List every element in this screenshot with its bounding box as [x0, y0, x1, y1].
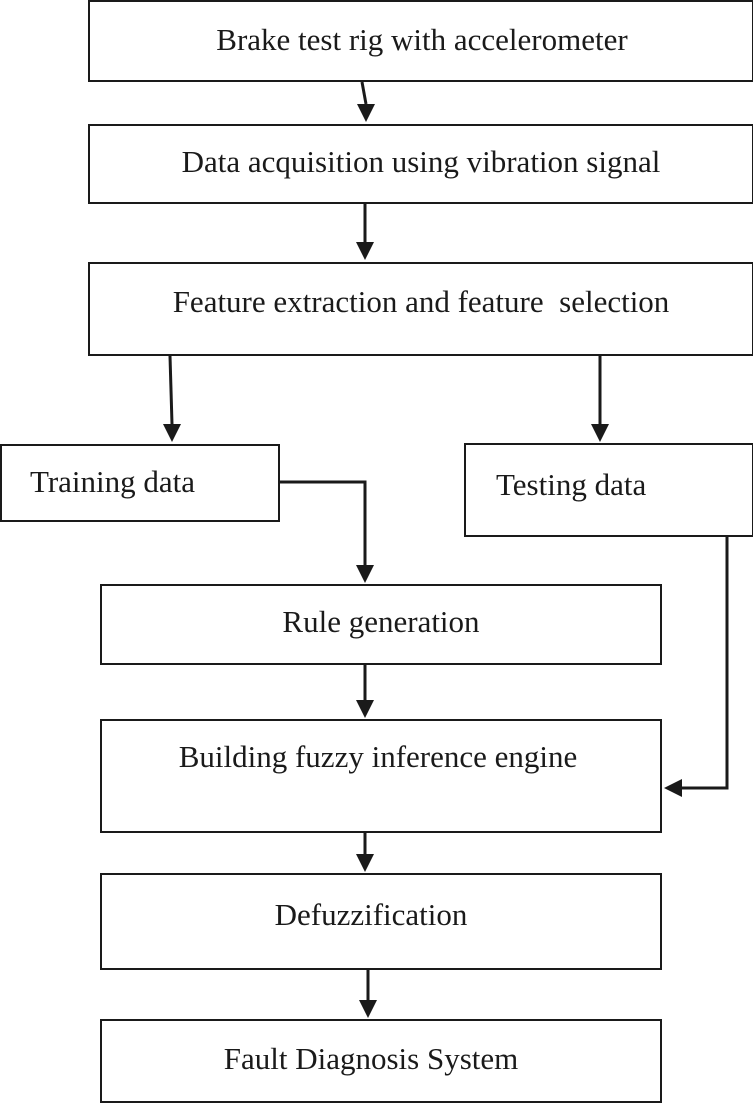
step-rule-generation-label: Rule generation [282, 604, 480, 639]
step-defuzzification-label: Defuzzification [274, 897, 468, 932]
step-brake-test-rig-label: Brake test rig with accelerometer [216, 22, 628, 57]
arrowhead-defuzz-to-fault [359, 1000, 377, 1018]
arrowhead-testing-to-fis [664, 779, 682, 797]
step-fault-diagnosis-system-label: Fault Diagnosis System [223, 1041, 519, 1076]
arrowhead-rig-to-acquisition [357, 104, 375, 122]
step-brake-test-rig: Brake test rig with accelerometer [88, 0, 753, 82]
arrow-testing-to-fis [682, 537, 729, 790]
step-data-acquisition: Data acquisition using vibration signal [88, 124, 753, 204]
arrowhead-training-to-rules [356, 565, 374, 583]
step-fuzzy-inference-engine: Building fuzzy inference engine [100, 719, 662, 833]
step-feature-extraction: Feature extraction and feature selection [88, 262, 753, 356]
step-training-data-label: Training data [30, 464, 196, 499]
step-data-acquisition-label: Data acquisition using vibration signal [181, 144, 661, 179]
arrow-rig-to-acquisition [360, 81, 368, 105]
arrowhead-features-to-testing [591, 424, 609, 442]
arrowhead-rules-to-fis [356, 700, 374, 718]
step-rule-generation: Rule generation [100, 584, 662, 665]
arrowhead-features-to-training [163, 424, 181, 442]
arrowhead-fis-to-defuzz [356, 854, 374, 872]
arrow-training-to-rules [280, 480, 367, 565]
step-fault-diagnosis-system: Fault Diagnosis System [100, 1019, 662, 1103]
arrow-features-to-training [168, 355, 174, 425]
step-training-data: Training data [0, 444, 280, 522]
step-testing-data-label: Testing data [496, 467, 647, 502]
step-fuzzy-inference-engine-label: Building fuzzy inference engine [178, 739, 578, 774]
arrowhead-acquisition-to-features [356, 242, 374, 260]
step-feature-extraction-label: Feature extraction and feature selection [172, 284, 670, 319]
step-defuzzification: Defuzzification [100, 873, 662, 970]
